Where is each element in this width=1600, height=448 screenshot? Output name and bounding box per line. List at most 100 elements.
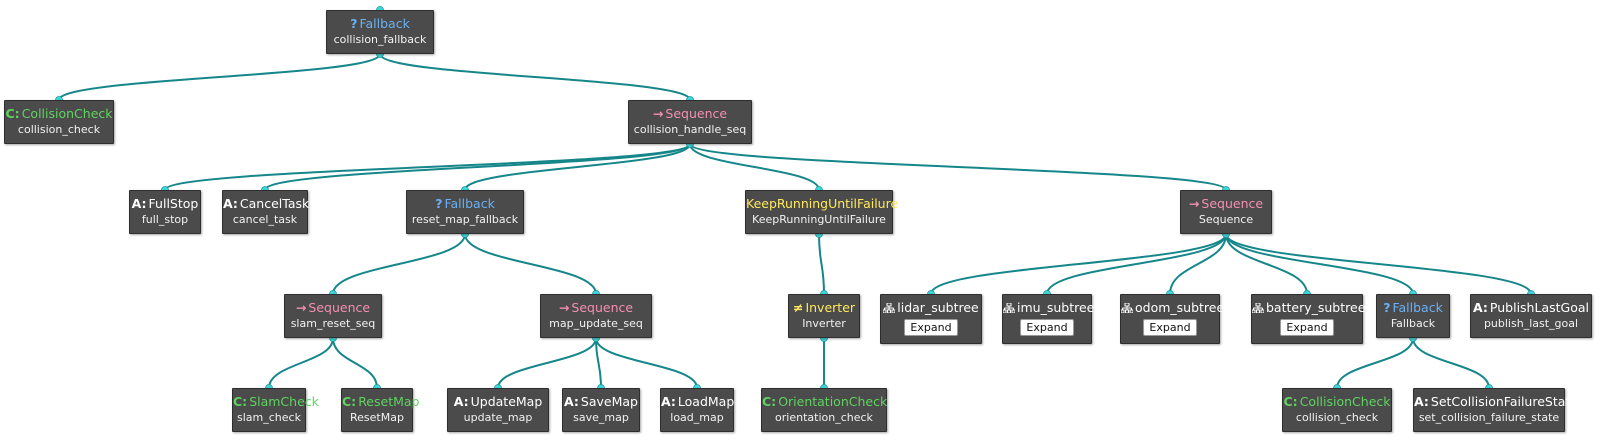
expand-button[interactable]: Expand [1020, 319, 1074, 336]
node-type-label: A:SetCollisionFailureState [1414, 394, 1578, 410]
node-type-text: odom_subtree [1135, 300, 1225, 315]
edge-collision_handle_seq-keep_running [689, 143, 820, 191]
arrow-right-icon: → [295, 300, 307, 315]
node-type-label: C:OrientationCheck [762, 394, 888, 410]
node-type-label: C:CollisionCheck [5, 106, 113, 122]
edge-sequence_main-fallback_small [1225, 233, 1414, 295]
node-type-text: LoadMap [677, 394, 735, 409]
subtree-icon [1251, 301, 1265, 314]
edge-sequence_main-odom_subtree [1169, 233, 1227, 295]
node-type-text: PublishLastGoal [1489, 300, 1589, 315]
node-type-text: Inverter [805, 300, 856, 315]
condition-prefix: C: [1283, 394, 1298, 409]
node-type-text: lidar_subtree [897, 300, 979, 315]
action-prefix: A: [564, 394, 579, 409]
node-map-update-seq[interactable]: →Sequence map_update_seq [540, 294, 652, 338]
condition-prefix: C: [5, 106, 20, 121]
node-instance-name: Inverter [802, 317, 846, 330]
node-type-label: A:UpdateMap [448, 394, 548, 410]
node-instance-name: set_collision_failure_state [1418, 411, 1560, 424]
node-instance-name: collision_fallback [333, 33, 427, 46]
node-publish-last-goal[interactable]: A:PublishLastGoal publish_last_goal [1470, 294, 1592, 338]
node-type-text: OrientationCheck [778, 394, 888, 409]
node-type-text: FullStop [148, 196, 199, 211]
node-type-text: SaveMap [580, 394, 638, 409]
subtree-icon [1002, 301, 1016, 314]
edge-sequence_main-battery_subtree [1225, 233, 1308, 295]
node-instance-name: orientation_check [775, 411, 873, 424]
not-equal-icon: ≠ [792, 300, 804, 315]
action-prefix: A: [1473, 300, 1488, 315]
node-instance-name: reset_map_fallback [411, 213, 519, 226]
edge-sequence_main-lidar_subtree [930, 233, 1227, 295]
node-type-label: A:FullStop [130, 196, 200, 212]
node-type-label: odom_subtree [1120, 300, 1224, 316]
node-type-label: imu_subtree [1002, 300, 1094, 316]
expand-button[interactable]: Expand [904, 319, 958, 336]
edge-map_update_seq-load_map [595, 337, 698, 389]
subtree-icon [1120, 301, 1134, 314]
node-instance-name: update_map [463, 411, 533, 424]
node-type-text: Sequence [665, 106, 728, 121]
action-prefix: A: [131, 196, 147, 211]
expand-button[interactable]: Expand [1280, 319, 1334, 336]
expand-button[interactable]: Expand [1143, 319, 1197, 336]
node-instance-name: publish_last_goal [1483, 317, 1579, 330]
condition-prefix: C: [342, 394, 357, 409]
node-instance-name: save_map [573, 411, 629, 424]
edge-keep_running-inverter [818, 233, 825, 295]
arrow-right-icon: → [558, 300, 570, 315]
node-instance-name: slam_check [237, 411, 301, 424]
node-type-label: →Sequence [629, 106, 751, 122]
node-type-text: Sequence [571, 300, 634, 315]
edge-collision_handle_seq-cancel_task [264, 143, 691, 191]
node-type-label: C:SlamCheck [233, 394, 319, 410]
node-type-text: SlamCheck [249, 394, 319, 409]
node-type-label: ?Fallback [407, 196, 523, 212]
node-type-text: CollisionCheck [1299, 394, 1391, 409]
node-type-text: ResetMap [358, 394, 420, 409]
question-mark-icon: ? [350, 16, 358, 31]
arrow-right-icon: → [1188, 196, 1200, 211]
node-type-text: CancelTask [239, 196, 310, 211]
node-instance-name: Sequence [1198, 213, 1254, 226]
node-type-label: A:LoadMap [661, 394, 735, 410]
edge-map_update_seq-update_map [497, 337, 597, 389]
node-instance-name: KeepRunningUntilFailure [752, 213, 886, 226]
node-type-label: →Sequence [285, 300, 381, 316]
edge-fallback_small-set_collision_failure_state [1412, 337, 1490, 389]
node-instance-name: load_map [670, 411, 724, 424]
edge-slam_reset_seq-reset_map [332, 337, 378, 389]
edge-reset_map_fallback-map_update_seq [464, 233, 597, 295]
node-type-label: A:SaveMap [563, 394, 639, 410]
node-type-text: UpdateMap [470, 394, 543, 409]
edge-map_update_seq-save_map [595, 337, 602, 389]
node-instance-name: map_update_seq [549, 317, 643, 330]
node-type-text: battery_subtree [1266, 300, 1366, 315]
node-type-text: Fallback [1392, 300, 1443, 315]
action-prefix: A: [1414, 394, 1429, 409]
